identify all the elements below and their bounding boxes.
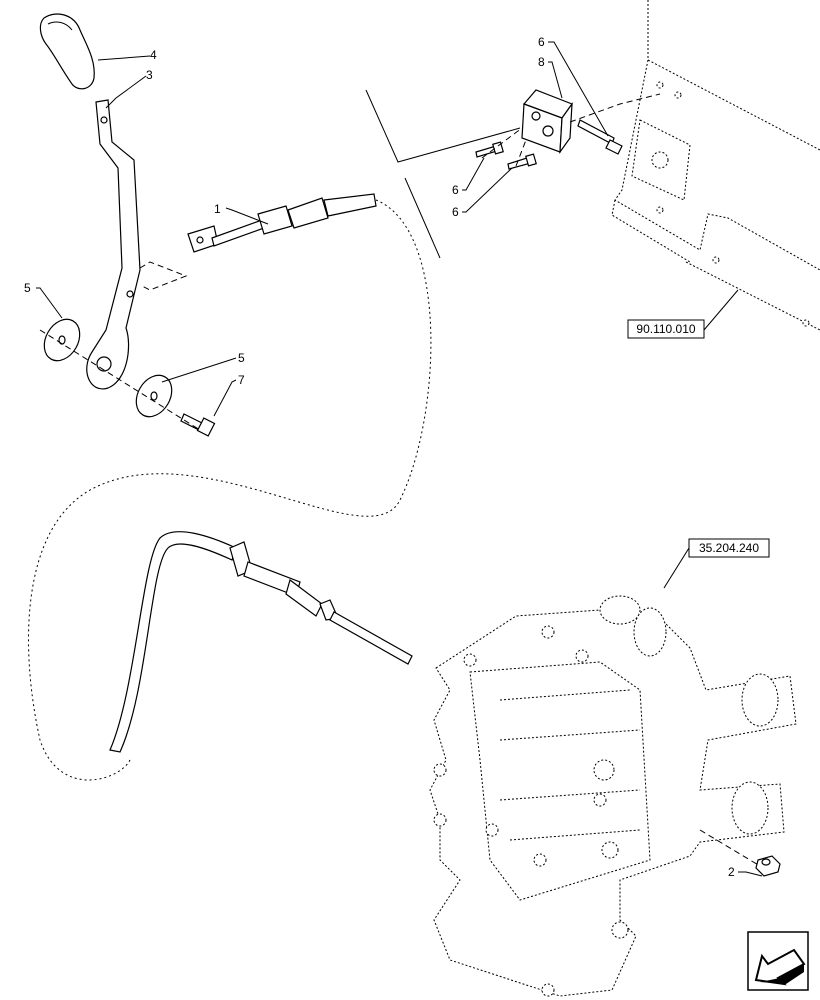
callout-8: 8 [538,55,545,69]
cable-upper-end [187,193,377,253]
lever-arm [86,99,141,390]
bolt [180,413,216,437]
callout-5-left: 5 [24,281,31,295]
washer-left [43,318,81,362]
callout-6-top: 6 [538,35,545,49]
callout-6-bottom: 6 [452,205,459,219]
reference-valve-text: 35.204.240 [699,541,759,555]
short-screw-lower [507,153,537,170]
callout-6-middle: 6 [452,183,459,197]
callout-3: 3 [146,68,153,82]
mounting-block [521,89,573,155]
control-valve [429,595,797,997]
navigation-arrow-icon[interactable] [747,931,809,991]
callout-2: 2 [728,865,735,879]
view-cut-line [365,89,521,163]
callout-4: 4 [150,48,157,62]
cable-route [28,199,432,781]
frame-bracket [611,0,820,331]
reference-frame-text: 90.110.010 [636,322,695,336]
callout-1: 1 [214,202,221,216]
nut [755,855,781,877]
washer-right [135,374,173,418]
reference-box-valve[interactable]: 35.204.240 [688,538,770,558]
view-cut-line-lower [404,177,441,259]
callout-5-right: 5 [238,351,245,365]
short-screw-upper [475,141,504,158]
reference-box-frame[interactable]: 90.110.010 [627,319,705,339]
long-screw [577,119,623,155]
lever-knob [39,13,95,90]
cable-lower-end [109,531,413,753]
callout-7: 7 [238,373,245,387]
